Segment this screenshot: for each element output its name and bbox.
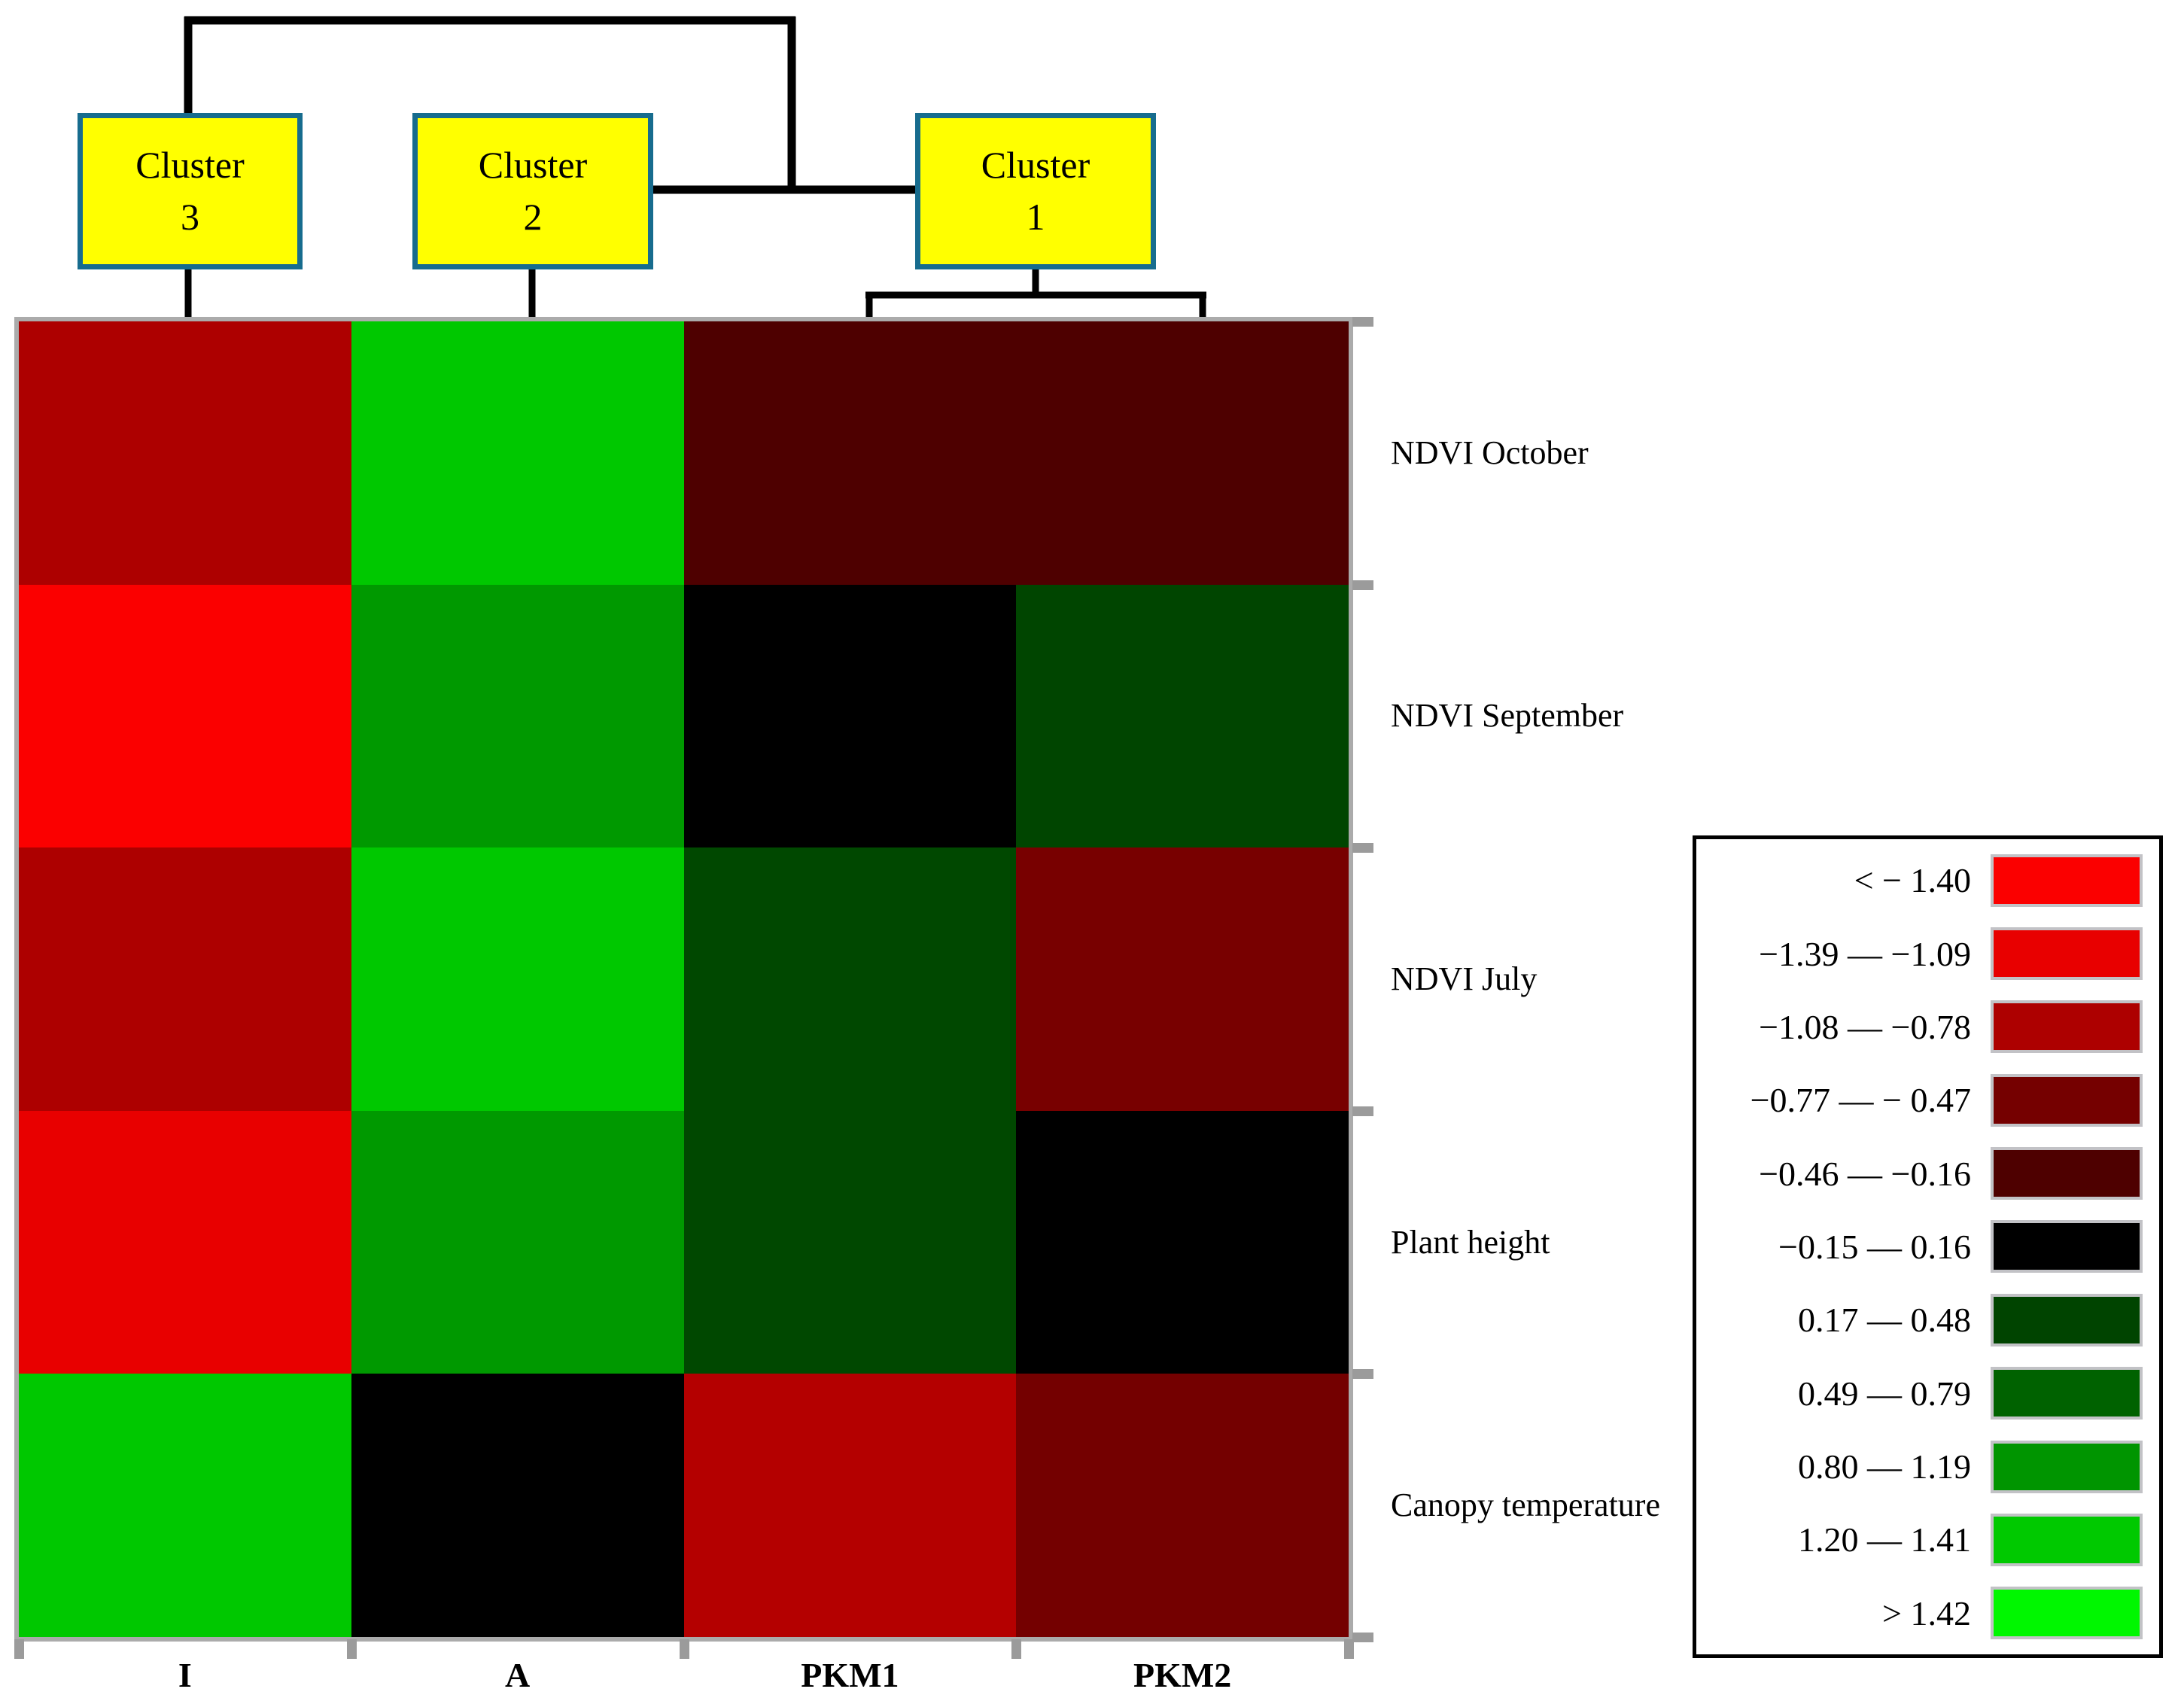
heatmap-cell-ndvi-july-i xyxy=(19,847,351,1111)
bottom-axis-tick xyxy=(14,1639,24,1659)
cluster-2-number: 2 xyxy=(523,196,543,238)
legend-swatch xyxy=(1991,1220,2143,1273)
legend-label: 0.17 — 0.48 xyxy=(1798,1301,1971,1340)
right-axis-tick xyxy=(1352,1369,1373,1380)
bottom-axis-tick xyxy=(1344,1639,1354,1659)
legend-row-10: > 1.42 xyxy=(1696,1586,2159,1640)
right-axis-tick xyxy=(1352,843,1373,854)
row-label-ndvi-july: NDVI July xyxy=(1391,960,1538,997)
heatmap-cell-ndvi-september-i xyxy=(19,584,351,848)
heatmap-cell-ndvi-september-a xyxy=(351,584,684,848)
col-label-a: A xyxy=(505,1656,531,1694)
right-axis-tick xyxy=(1352,580,1373,590)
cluster-1-box: Cluster 1 xyxy=(915,113,1156,269)
row-label-ndvi-september: NDVI September xyxy=(1391,697,1624,735)
heatmap-frame xyxy=(14,317,1353,1642)
legend-label: 0.80 — 1.19 xyxy=(1798,1447,1971,1486)
legend-row-3: −0.77 — − 0.47 xyxy=(1696,1073,2159,1127)
heatmap-grid xyxy=(19,321,1349,1637)
legend-row-6: 0.17 — 0.48 xyxy=(1696,1293,2159,1347)
heatmap-cell-canopy-temperature-a xyxy=(351,1374,684,1637)
bottom-axis-tick xyxy=(346,1639,357,1659)
legend-label: < − 1.40 xyxy=(1854,861,1971,900)
legend-label: −0.77 — − 0.47 xyxy=(1750,1081,1971,1120)
heatmap-cell-ndvi-july-pkm1 xyxy=(683,847,1017,1111)
heatmap-cell-ndvi-september-pkm1 xyxy=(683,584,1017,848)
heatmap-cell-plant-height-pkm1 xyxy=(683,1110,1017,1374)
legend-swatch xyxy=(1991,1000,2143,1054)
legend-swatch xyxy=(1991,1513,2143,1566)
legend-row-1: −1.39 — −1.09 xyxy=(1696,927,2159,981)
right-axis-tick xyxy=(1352,1633,1373,1642)
cluster-2-label: Cluster xyxy=(478,144,588,186)
row-label-plant-height: Plant height xyxy=(1391,1223,1550,1261)
bottom-axis-tick xyxy=(679,1639,689,1659)
legend-box: < − 1.40 −1.39 — −1.09 −1.08 — −0.78 −0.77 … xyxy=(1693,835,2163,1658)
legend-swatch xyxy=(1991,854,2143,907)
heatmap-cell-ndvi-july-a xyxy=(351,847,684,1111)
cluster-1-number: 1 xyxy=(1026,196,1045,238)
heatmap-cell-canopy-temperature-pkm2 xyxy=(1016,1374,1349,1637)
heatmap-cell-canopy-temperature-pkm1 xyxy=(683,1374,1017,1637)
cluster-3-label: Cluster xyxy=(135,144,245,186)
heatmap-cell-ndvi-october-pkm1 xyxy=(683,321,1017,585)
heatmap-cell-plant-height-i xyxy=(19,1110,351,1374)
cluster-3-number: 3 xyxy=(181,196,199,238)
legend-swatch xyxy=(1991,1073,2143,1127)
legend-label: −1.39 — −1.09 xyxy=(1759,934,1971,973)
col-label-pkm1: PKM1 xyxy=(801,1656,899,1694)
legend-swatch xyxy=(1991,1440,2143,1493)
heatmap-cell-ndvi-october-i xyxy=(19,321,351,585)
cluster-2-box: Cluster 2 xyxy=(412,113,653,269)
legend-swatch xyxy=(1991,1367,2143,1420)
heatmap-cell-ndvi-july-pkm2 xyxy=(1016,847,1349,1111)
legend-row-5: −0.15 — 0.16 xyxy=(1696,1219,2159,1273)
heatmap-cell-ndvi-october-pkm2 xyxy=(1016,321,1349,585)
col-label-i: I xyxy=(178,1656,192,1694)
row-label-canopy-temperature: Canopy temperature xyxy=(1391,1486,1660,1524)
legend-row-8: 0.80 — 1.19 xyxy=(1696,1440,2159,1494)
legend-row-2: −1.08 — −0.78 xyxy=(1696,1000,2159,1054)
row-label-ndvi-october: NDVI October xyxy=(1391,434,1589,471)
legend-swatch xyxy=(1991,1147,2143,1200)
heatmap-cell-canopy-temperature-i xyxy=(19,1374,351,1637)
legend-row-9: 1.20 — 1.41 xyxy=(1696,1513,2159,1567)
heatmap-cell-plant-height-a xyxy=(351,1110,684,1374)
right-axis-tick xyxy=(1352,1106,1373,1116)
heatmap-cell-plant-height-pkm2 xyxy=(1016,1110,1349,1374)
legend-label: 1.20 — 1.41 xyxy=(1798,1520,1971,1560)
legend-label: −0.46 — −0.16 xyxy=(1759,1154,1971,1193)
bottom-axis-tick xyxy=(1011,1639,1022,1659)
legend-label: −1.08 — −0.78 xyxy=(1759,1007,1971,1046)
cluster-3-box: Cluster 3 xyxy=(78,113,303,269)
right-axis-tick xyxy=(1352,317,1373,327)
cluster-1-label: Cluster xyxy=(981,144,1090,186)
legend-label: −0.15 — 0.16 xyxy=(1778,1227,1971,1266)
legend-row-4: −0.46 — −0.16 xyxy=(1696,1146,2159,1200)
legend-row-0: < − 1.40 xyxy=(1696,854,2159,908)
legend-label: 0.49 — 0.79 xyxy=(1798,1374,1971,1413)
heatmap-cell-ndvi-september-pkm2 xyxy=(1016,584,1349,848)
legend-swatch xyxy=(1991,1587,2143,1640)
col-label-pkm2: PKM2 xyxy=(1133,1656,1232,1694)
legend-row-7: 0.49 — 0.79 xyxy=(1696,1366,2159,1420)
heatmap-cell-ndvi-october-a xyxy=(351,321,684,585)
legend-label: > 1.42 xyxy=(1882,1593,1971,1633)
legend-swatch xyxy=(1991,1293,2143,1346)
legend-swatch xyxy=(1991,927,2143,981)
